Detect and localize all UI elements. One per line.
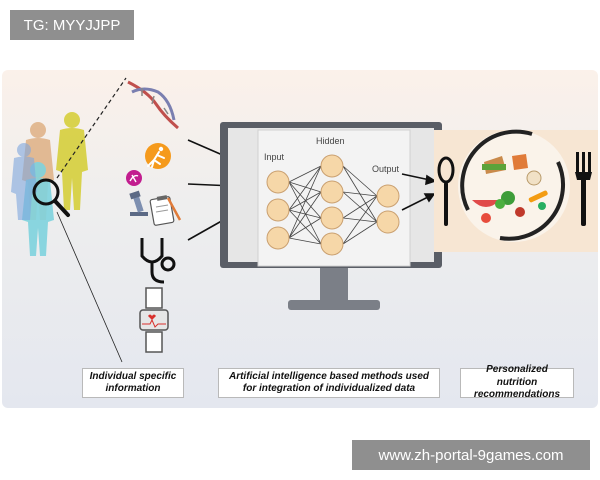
caption-ai-methods: Artificial intelligence based methods us… <box>218 368 440 398</box>
output-layer-label: Output <box>372 164 400 174</box>
diagram-panel: Input Hidden Output <box>2 70 598 408</box>
output-node <box>376 184 400 208</box>
line-lower <box>56 211 123 363</box>
spoon-icon <box>437 156 455 226</box>
network-edge <box>288 165 322 239</box>
magnifier-icon <box>32 178 70 217</box>
top-left-tag: TG: MYYJJPP <box>10 10 134 40</box>
network-edge <box>342 195 378 245</box>
clipboard-icon <box>149 195 182 226</box>
network-edge <box>288 209 322 219</box>
fork-icon <box>575 152 592 226</box>
watermark-url: www.zh-portal-9games.com <box>352 440 590 470</box>
dna-helix-icon <box>127 80 179 130</box>
network-edges <box>288 165 378 245</box>
diagram-canvas: Input Hidden Output <box>11 77 598 363</box>
smartwatch-icon <box>139 287 169 353</box>
dashed-line-upper <box>56 77 127 179</box>
network-edge <box>288 165 322 183</box>
hidden-1-node <box>320 180 344 204</box>
input-node <box>266 170 290 194</box>
caption-nutrition: Personalized nutrition recommendations <box>460 364 574 400</box>
network-edge <box>288 181 322 193</box>
output-node <box>376 210 400 234</box>
hidden-1-node <box>320 232 344 256</box>
network-edge <box>288 191 322 211</box>
microbe-icon <box>126 170 142 186</box>
network-edge <box>342 195 378 219</box>
network-edge <box>342 221 378 245</box>
network-edge <box>288 217 322 239</box>
running-person-icon <box>145 143 171 169</box>
network-edge <box>288 181 322 245</box>
network-edge <box>288 165 322 211</box>
network-edge <box>288 191 322 239</box>
caption-individual-info: Individual specific information <box>82 368 184 398</box>
output-arrows <box>401 173 437 211</box>
network-edge <box>342 191 378 197</box>
hidden-layer-label: Hidden <box>316 136 345 146</box>
plate-icon <box>458 129 570 242</box>
network-edge <box>288 237 322 245</box>
network-edge <box>288 181 322 219</box>
input-layer-label: Input <box>264 152 285 162</box>
input-node <box>266 226 290 250</box>
stethoscope-icon <box>140 238 176 284</box>
network-nodes <box>266 154 400 256</box>
microscope-icon <box>129 190 148 216</box>
input-node <box>266 198 290 222</box>
network-edge <box>342 165 378 197</box>
hidden-1-node <box>320 154 344 178</box>
human-silhouettes-icon <box>11 112 88 256</box>
network-edge <box>288 209 322 245</box>
hidden-1-node <box>320 206 344 230</box>
